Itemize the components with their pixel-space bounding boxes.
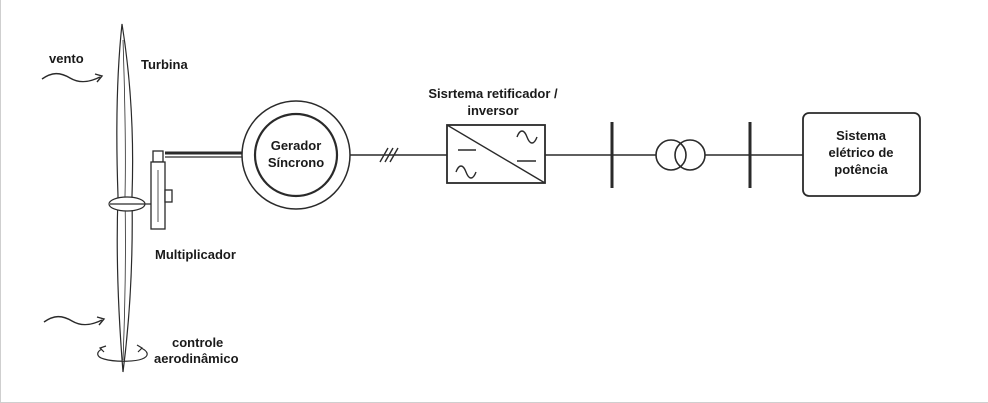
label-multiplicador: Multiplicador [155, 247, 236, 262]
label-sistema-line1: Sistema [836, 128, 887, 143]
label-conversor-line2: inversor [467, 103, 518, 118]
label-gerador-line2: Síncrono [268, 155, 324, 170]
generator [241, 100, 351, 210]
label-vento: vento [49, 51, 84, 66]
label-controle-line2: aerodinâmico [154, 351, 239, 366]
label-sistema-line3: potência [834, 162, 888, 177]
label-conversor-line1: Sisrtema retificador / [428, 86, 558, 101]
shaft [165, 151, 244, 158]
label-controle-line1: controle [172, 335, 223, 350]
transformer-icon [655, 139, 706, 171]
wind-arrow-bottom-icon [43, 315, 106, 326]
power-system-box [802, 112, 921, 197]
ac-line-1 [350, 147, 447, 163]
label-turbina: Turbina [141, 57, 188, 72]
gearbox [150, 150, 173, 230]
label-sistema-line2: elétrico de [828, 145, 893, 160]
label-gerador-line1: Gerador [271, 138, 322, 153]
converter [446, 124, 546, 184]
turbine-hub [108, 196, 152, 212]
rotation-arrow-icon [97, 344, 148, 362]
wind-arrow-top-icon [41, 72, 104, 83]
